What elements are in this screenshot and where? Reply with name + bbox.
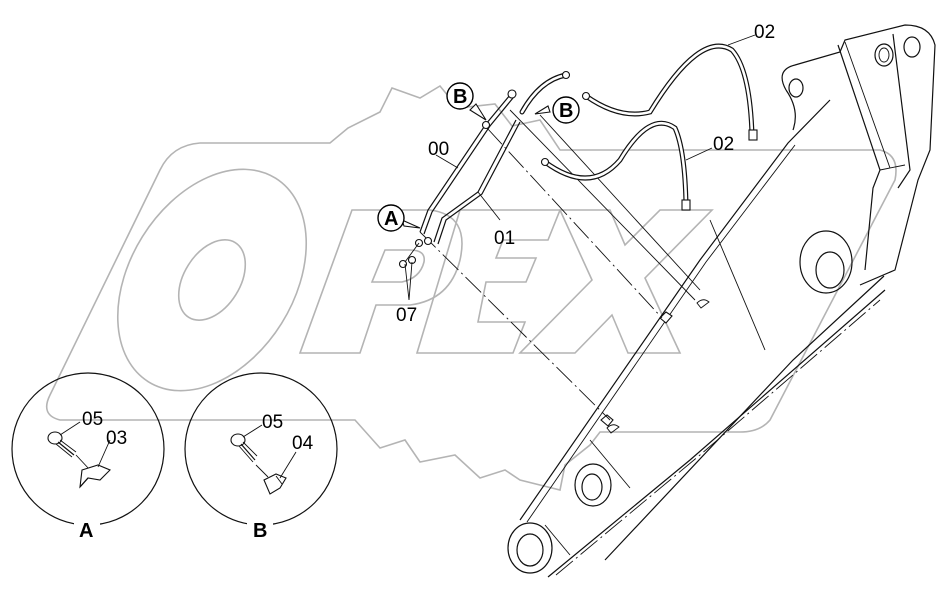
detail-b-label-04: 04 [292,433,314,454]
arm-clamp-upper [659,311,673,324]
svg-text:B: B [559,100,573,122]
pin-boss-middle [799,230,853,294]
part-label-02-upper: 02 [754,22,775,43]
hoses [519,43,758,211]
pin-hole-bracket [788,78,804,98]
watermark-letter-o-inner [177,239,247,321]
part-label-07: 07 [396,305,417,326]
watermark-gear-outline [45,84,897,491]
callout-a: A [377,204,405,232]
detail-b-caption: B [253,520,267,542]
pin-hole-top [874,43,894,67]
fitting-top [507,89,517,99]
watermark-letter-x [518,209,714,354]
detail-view-b: B 05 04 [184,372,338,542]
part-label-01: 01 [494,228,515,249]
svg-text:B: B [453,86,467,108]
watermark-letter-e [415,209,562,354]
watermark-opex [45,84,897,491]
svg-text:A: A [384,208,398,230]
part-label-00: 00 [428,139,449,160]
detail-a-label-05: 05 [82,409,103,430]
bolt-icon [230,433,258,463]
pin-boss-end [507,522,553,574]
part-label-02-lower: 02 [713,134,734,155]
callout-b-left: B [446,82,474,110]
pipe-01 [433,119,517,243]
detail-a-label-03: 03 [106,428,127,449]
callout-b-right: B [552,96,580,124]
detail-b-label-05: 05 [262,412,283,433]
leader-lines [401,34,756,301]
clamp-icon [79,464,111,489]
assembly-lines [419,109,701,421]
watermark-letter-p [298,209,463,354]
detail-a-caption: A [79,520,93,542]
hose-02-upper [583,43,755,138]
pin-boss-lower [574,463,612,507]
watermark-letter-o-outer [116,168,308,392]
clamp-icon [263,473,287,495]
bolt-icon [47,431,77,458]
arm-clamp-lower [600,414,614,427]
detail-view-a: A 05 03 [11,372,165,542]
excavator-arm [507,24,936,578]
